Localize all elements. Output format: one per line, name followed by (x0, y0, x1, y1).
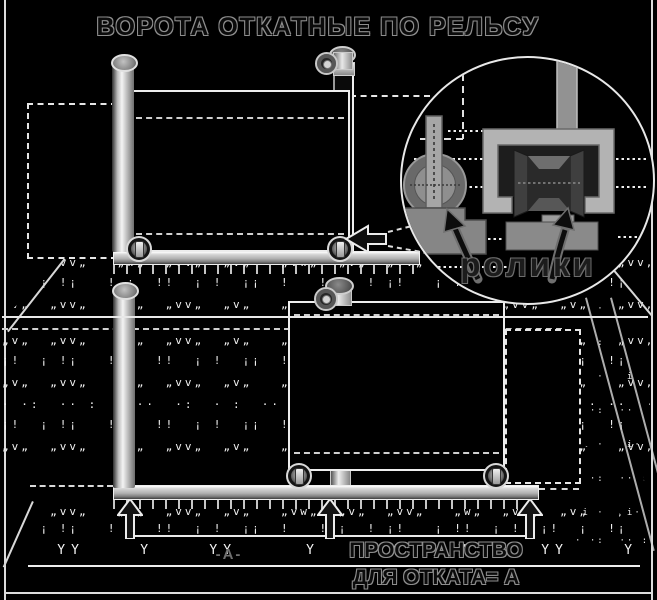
frame-bottom-line (4, 592, 653, 594)
detail-bracket-base-right (505, 221, 599, 251)
detail-spool-flange-right (569, 149, 585, 218)
gate-roller-left-bottom (286, 463, 312, 489)
frame-left-line (4, 0, 6, 600)
up-arrow-icon (117, 499, 143, 539)
up-arrow-icon (317, 499, 343, 539)
roller-slot (295, 468, 304, 485)
support-post-bottom-drawing (113, 290, 135, 488)
roller-slot (492, 468, 501, 485)
rollback-space-label: ПРОСТРАНСТВО ДЛЯ ОТКАТА= А (330, 537, 542, 591)
gate-roller-left (126, 236, 152, 262)
detail-spool-highlight-top (528, 156, 570, 169)
roller-slot (336, 241, 345, 258)
rail-bottom-drawing (113, 485, 539, 500)
grass-row: · ·: ·· : · ·· ·: · : ·· · :· ·· · : ·· … (575, 536, 650, 546)
grass-row: Y YY Y YY Y YY Y YY Y YY Y YY Y YY Y YY (2, 543, 639, 558)
support-post-cap (111, 54, 138, 72)
fence-section-left (27, 103, 117, 259)
roller-pointer-arrow-left (443, 207, 483, 284)
gate-width-label: -А- (215, 546, 243, 563)
rail-extension-dashed-left (30, 485, 113, 487)
lawn-far-edge-dashed (2, 328, 562, 330)
grass-row: · ·: ·· : · ·· ·: · : ·· · :· ·· · : ·· … (575, 474, 650, 484)
roller-pointer-arrow-right (547, 206, 576, 284)
dimension-arrow-up-right (517, 499, 543, 539)
ground-baseline-bottom (28, 565, 640, 567)
roller-hub (322, 295, 331, 304)
fence-section-right (505, 329, 581, 484)
gate-roller-right (327, 236, 353, 262)
grass-row: ·i · i· · ·i i · ·i· · i ·i · i· ·i · i· (575, 508, 642, 518)
frame-right-line (651, 0, 653, 600)
fence-section-right-top-edge (350, 95, 430, 97)
gate-frame-dashed-top (136, 117, 344, 119)
guide-roller-icon (315, 52, 338, 75)
dimension-arrow-up-left (117, 499, 143, 539)
support-post-top-drawing (112, 62, 134, 252)
dimension-arrow-up-middle (317, 499, 343, 539)
detail-spool-highlight-bottom (528, 198, 570, 211)
leader-arrowhead-icon (344, 224, 387, 254)
guide-roller-icon-bottom (314, 287, 338, 311)
detail-label: ролики (460, 246, 596, 283)
rail-extension-dashed-right (539, 488, 579, 490)
roller-hub (322, 59, 332, 69)
up-arrow-icon (517, 499, 543, 539)
rail-sleepers (113, 264, 418, 274)
gate-frame-dashed-top (294, 314, 499, 316)
gate-panel-closed (130, 90, 350, 252)
detail-post-bar (556, 58, 578, 133)
rollers-detail-drawing (402, 58, 650, 284)
support-post-cap-bottom (112, 282, 139, 300)
detail-circle: ролики (400, 56, 655, 305)
detail-spool-flange-left (513, 149, 529, 218)
diagram-title: ВОРОТА ОТКАТНЫЕ ПО РЕЛЬСУ (96, 13, 540, 41)
gate-frame-dashed-bottom (136, 233, 344, 235)
gate-roller-right-bottom (483, 463, 509, 489)
fence-dashed-corner (420, 74, 464, 140)
rollback-label-line2: ДЛЯ ОТКАТА= А (352, 566, 520, 589)
detail-c-bracket (482, 128, 615, 214)
gate-frame-dashed-bottom (294, 452, 499, 454)
ground-baseline-top (2, 316, 648, 318)
roller-slot (135, 241, 144, 258)
rollback-label-line1: ПРОСТРАНСТВО (349, 539, 523, 562)
gate-panel-open (288, 301, 505, 471)
